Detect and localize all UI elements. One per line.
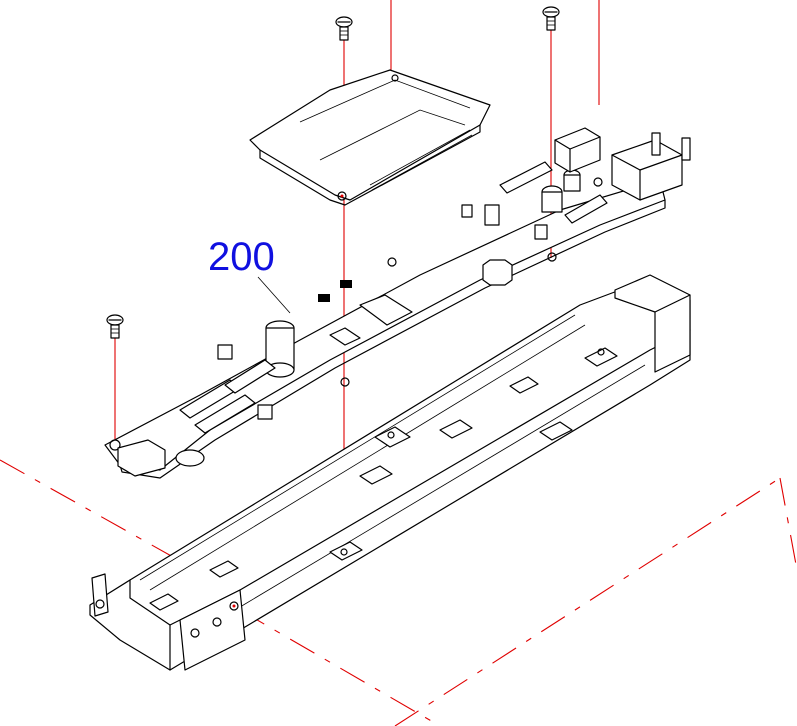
chassis-frame	[89, 274, 691, 671]
screw-top-right	[542, 6, 560, 31]
callout-leader-line	[257, 276, 291, 314]
screw-top-left	[335, 16, 353, 41]
screw-left	[106, 314, 124, 339]
circuit-board	[104, 127, 691, 479]
shield-plate	[249, 69, 491, 206]
part-callout-label: 200	[208, 235, 275, 279]
